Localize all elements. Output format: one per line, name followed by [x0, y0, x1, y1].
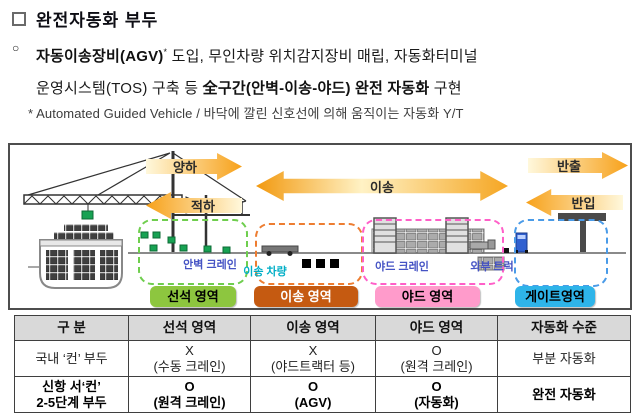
- intro-line1: 도입, 무인차량 위치감지장비 매립, 자동화터미널: [167, 48, 478, 65]
- transfer-note: (야드트랙터 등): [270, 358, 356, 374]
- bullet-icon: ○: [12, 41, 20, 55]
- unloading-arrow-label: 양하: [173, 160, 197, 175]
- yard-note: (원격 크레인): [400, 358, 473, 374]
- berth-note: (수동 크레인): [153, 358, 226, 374]
- quay-crane-label: 안벽 크레인: [183, 259, 237, 271]
- berth-note: (원격 크레인): [153, 394, 226, 410]
- transfer-zone-badge: 이송 영역: [254, 286, 358, 307]
- cell-yard: O(자동화): [375, 376, 498, 413]
- external-truck-label: 외부 트럭: [470, 261, 514, 273]
- intro-lead-bold: 자동이송장비(AGV): [36, 48, 164, 65]
- header-category: 구 분: [14, 315, 129, 341]
- transfer-vehicle-label: 이송 차량: [243, 266, 287, 278]
- yard-block: [371, 217, 509, 271]
- table-header-row: 구 분 선석 영역 이송 영역 야드 영역 자동화 수준: [14, 315, 631, 341]
- cell-automation-level: 부분 자동화: [497, 340, 631, 377]
- page-title-row: 완전자동화 부두: [12, 6, 158, 31]
- carry-out-arrow-label: 반출: [557, 159, 581, 174]
- berth-vehicles: [140, 231, 231, 254]
- transfer-mark: X: [308, 342, 318, 358]
- header-berth: 선석 영역: [128, 315, 251, 341]
- yard-zone-badge: 야드 영역: [375, 286, 480, 307]
- cell-automation-level: 완전 자동화: [497, 376, 631, 413]
- page-title: 완전자동화 부두: [36, 11, 159, 30]
- agv-vehicle: [261, 245, 299, 256]
- yard-crane-label: 야드 크레인: [375, 261, 429, 273]
- table-row-new-port: 신항 서‘컨’2-5단계 부두 O(원격 크레인) O(AGV) O(자동화) …: [14, 376, 631, 413]
- yard-note: (자동화): [414, 394, 459, 410]
- category-line2: 2-5단계 부두: [36, 394, 107, 410]
- gate-zone-outline: [514, 219, 608, 287]
- berth-zone-outline: [138, 219, 248, 285]
- berth-mark: X: [185, 342, 194, 358]
- cell-category: 신항 서‘컨’2-5단계 부두: [14, 376, 129, 413]
- yard-mark: O: [431, 342, 442, 358]
- carry-in-arrow-label: 반입: [571, 196, 596, 211]
- intro-line2-end: 구현: [429, 80, 462, 97]
- header-transfer: 이송 영역: [250, 315, 376, 341]
- yard-zone-outline: [362, 219, 504, 285]
- transfer-arrow-label: 이송: [370, 179, 394, 195]
- intro-line2-bold: 全구간(안벽-이송-야드) 완전 자동화: [202, 80, 430, 97]
- port-flow-diagram: 양하 적하 이송 반출 반입 안벽 크레인 이송 차량 야드 크레인 외부 트럭…: [8, 143, 632, 310]
- cell-yard: O(원격 크레인): [375, 340, 498, 377]
- berth-zone-badge: 선석 영역: [150, 286, 236, 307]
- category-line1: 국내 ‘컨’ 부두: [35, 350, 108, 366]
- table-row-domestic: 국내 ‘컨’ 부두 X(수동 크레인) X(야드트랙터 등) O(원격 크레인)…: [14, 340, 631, 377]
- cell-category: 국내 ‘컨’ 부두: [14, 340, 129, 377]
- yard-mark: O: [431, 378, 442, 394]
- cell-berth: O(원격 크레인): [128, 376, 251, 413]
- cell-transfer: X(야드트랙터 등): [250, 340, 376, 377]
- intro-paragraph: ○ 자동이송장비(AGV)* 도입, 무인차량 위치감지장비 매립, 자동화터미…: [12, 36, 630, 105]
- gate-zone-badge: 게이트영역: [515, 286, 595, 307]
- intro-line2-start: 운영시스템(TOS) 구축 등: [36, 80, 203, 97]
- automation-comparison-table: 구 분 선석 영역 이송 영역 야드 영역 자동화 수준 국내 ‘컨’ 부두 X…: [14, 315, 631, 413]
- cell-transfer: O(AGV): [250, 376, 376, 413]
- transfer-note: (AGV): [294, 394, 332, 410]
- cell-berth: X(수동 크레인): [128, 340, 251, 377]
- footnote-marker: *: [163, 47, 168, 57]
- berth-mark: O: [184, 378, 195, 394]
- footnote-text: * Automated Guided Vehicle / 바닥에 깔린 신호선에…: [28, 106, 464, 121]
- checkbox-icon: [12, 11, 26, 26]
- transfer-mark: O: [307, 378, 319, 394]
- container-ship: [39, 224, 123, 289]
- header-automation-level: 자동화 수준: [497, 315, 631, 341]
- loading-arrow-label: 적하: [191, 199, 215, 214]
- category-line1: 신항 서‘컨’: [42, 378, 101, 394]
- gate-structure: [515, 213, 606, 253]
- header-yard: 야드 영역: [375, 315, 498, 341]
- agv-dots: [302, 259, 339, 268]
